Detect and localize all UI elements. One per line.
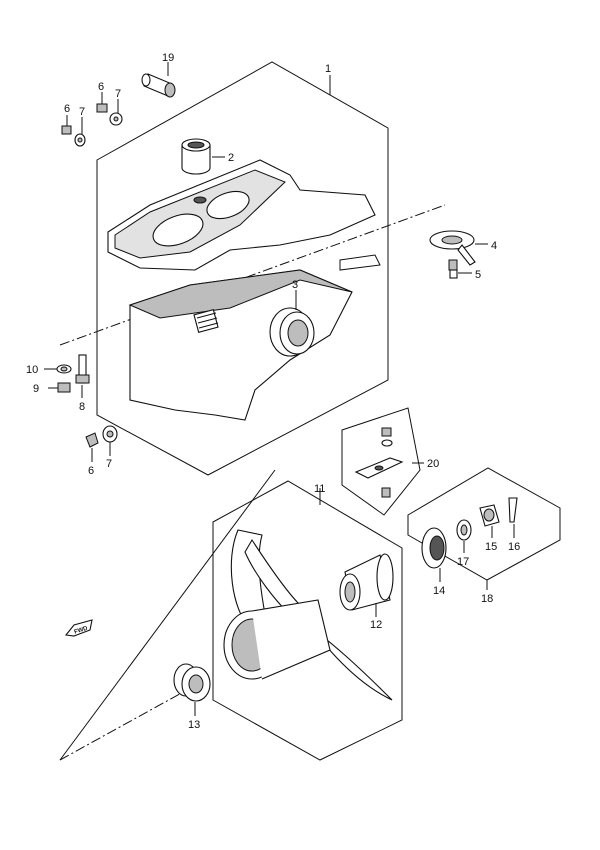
part-13-thrust-ring [173, 663, 211, 716]
part-20-anode [354, 427, 424, 498]
part-7-washer-top-left [74, 117, 86, 147]
callout-12: 12 [370, 619, 382, 631]
gear-case-housing [107, 159, 381, 421]
callout-5: 5 [475, 269, 481, 281]
group-frame-20 [341, 407, 421, 516]
part-14-washer [421, 527, 447, 582]
callout-11: 11 [314, 483, 325, 495]
group-frame-1 [96, 61, 389, 476]
callout-19: 19 [162, 52, 174, 64]
callout-10: 10 [26, 364, 38, 376]
part-16-cotter-pin [508, 497, 518, 538]
callout-6b: 6 [98, 81, 104, 93]
callout-labels: 1 2 3 4 5 6 7 6 7 6 7 8 9 10 11 12 13 14… [26, 52, 520, 731]
callout-18: 18 [481, 593, 493, 605]
part-19-pin [141, 62, 176, 98]
callout-20: 20 [427, 458, 439, 470]
callout-9: 9 [33, 383, 39, 395]
callout-14: 14 [433, 585, 445, 597]
group-frame-11 [212, 480, 403, 761]
part-15-nut [479, 504, 500, 538]
part-6-bolt-top-left [61, 115, 72, 135]
callout-13: 13 [188, 719, 200, 731]
part-17-spacer [456, 519, 472, 553]
callout-6a: 6 [64, 103, 70, 115]
part-5-bolt [448, 259, 472, 279]
callout-4: 4 [491, 240, 497, 252]
fwd-label: FWD [74, 626, 89, 636]
callout-8: 8 [79, 401, 85, 413]
callout-3: 3 [292, 279, 298, 291]
callout-7b: 7 [115, 88, 121, 100]
part-2-bearing [181, 138, 225, 175]
part-6-bolt-top [96, 92, 108, 113]
part-7-washer-top [109, 99, 123, 126]
fwd-arrow-icon: FWD [64, 619, 93, 637]
part-8-stud [75, 354, 90, 398]
callout-7a: 7 [79, 106, 85, 118]
callout-16: 16 [508, 541, 520, 553]
part-12-bushing [339, 553, 394, 617]
callout-17: 17 [457, 556, 469, 568]
callout-7c: 7 [106, 458, 112, 470]
part-7-washer-bottom [102, 425, 118, 456]
part-3-seal [269, 290, 315, 357]
part-4-trim-tab [429, 230, 488, 266]
part-6-bolt-bottom [85, 432, 99, 462]
group-frame-18 [407, 467, 561, 581]
callout-2: 2 [228, 152, 234, 164]
callout-6c: 6 [88, 465, 94, 477]
leader-lines [329, 75, 488, 590]
part-11-propeller [223, 488, 393, 701]
centerlines [59, 204, 446, 761]
part-9-nut [48, 382, 71, 393]
part-10-washer [44, 364, 72, 374]
callout-15: 15 [485, 541, 497, 553]
callout-1: 1 [325, 63, 331, 75]
